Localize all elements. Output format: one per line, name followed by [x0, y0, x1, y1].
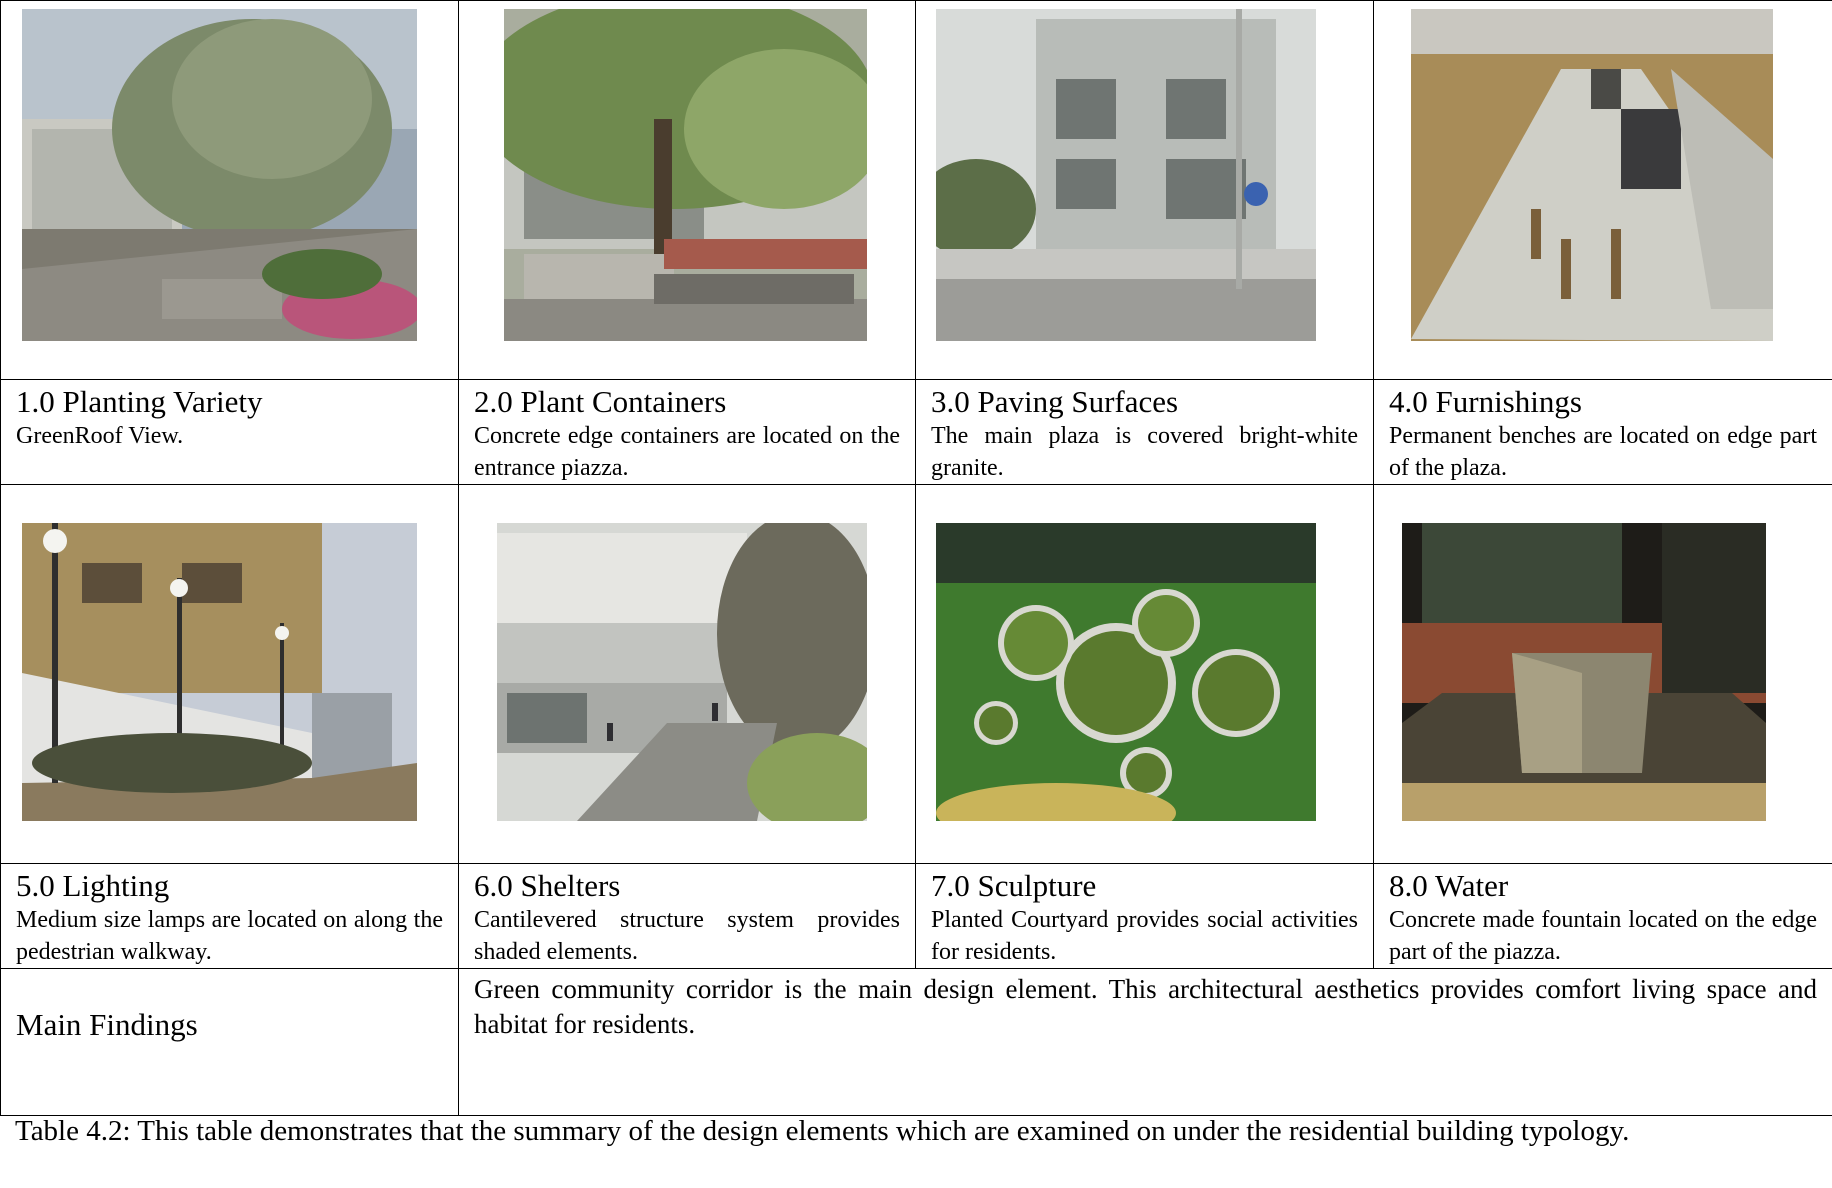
lighting-photo [22, 523, 417, 821]
paving-surfaces-photo [936, 9, 1316, 341]
element-cell-6: 6.0 Shelters Cantilevered structure syst… [458, 863, 916, 969]
photo-cell-1 [0, 0, 459, 380]
photo-row-1 [0, 0, 1832, 380]
photo-cell-7 [915, 484, 1374, 864]
photo-row-2 [0, 484, 1832, 864]
element-title: 8.0 Water [1389, 868, 1509, 903]
element-title: 1.0 Planting Variety [16, 384, 263, 419]
element-description: Cantilevered structure system provides s… [474, 907, 900, 965]
shelters-photo [497, 523, 867, 821]
findings-text: Green community corridor is the main des… [474, 974, 1817, 1039]
photo-cell-8 [1373, 484, 1832, 864]
element-title: 4.0 Furnishings [1389, 384, 1582, 419]
element-description: Concrete edge containers are located on … [474, 423, 900, 481]
photo-cell-2 [458, 0, 916, 380]
element-cell-4: 4.0 Furnishings Permanent benches are lo… [1373, 379, 1832, 485]
findings-row: Main Findings Green community corridor i… [0, 968, 1832, 1116]
plant-containers-photo [504, 9, 867, 341]
furnishings-photo [1411, 9, 1773, 341]
element-cell-3: 3.0 Paving Surfaces The main plaza is co… [915, 379, 1374, 485]
findings-label-cell: Main Findings [0, 968, 459, 1116]
element-cell-8: 8.0 Water Concrete made fountain located… [1373, 863, 1832, 969]
element-description: The main plaza is covered bright-white g… [931, 423, 1358, 481]
element-cell-7: 7.0 Sculpture Planted Courtyard provides… [915, 863, 1374, 969]
findings-label: Main Findings [16, 1007, 198, 1042]
sculpture-courtyard-photo [936, 523, 1316, 821]
text-row-2: 5.0 Lighting Medium size lamps are locat… [0, 863, 1832, 969]
element-title: 7.0 Sculpture [931, 868, 1097, 903]
photo-cell-3 [915, 0, 1374, 380]
design-elements-table: 1.0 Planting Variety GreenRoof View. 2.0… [0, 0, 1832, 1116]
element-description: Permanent benches are located on edge pa… [1389, 423, 1817, 481]
element-cell-5: 5.0 Lighting Medium size lamps are locat… [0, 863, 459, 969]
element-title: 5.0 Lighting [16, 868, 170, 903]
element-cell-2: 2.0 Plant Containers Concrete edge conta… [458, 379, 916, 485]
photo-cell-6 [458, 484, 916, 864]
element-title: 6.0 Shelters [474, 868, 621, 903]
photo-cell-5 [0, 484, 459, 864]
findings-text-cell: Green community corridor is the main des… [458, 968, 1832, 1116]
green-roof-photo [22, 9, 417, 341]
element-description: Concrete made fountain located on the ed… [1389, 907, 1817, 965]
element-description: GreenRoof View. [16, 423, 184, 449]
element-description: Planted Courtyard provides social activi… [931, 907, 1358, 965]
element-title: 3.0 Paving Surfaces [931, 384, 1179, 419]
element-description: Medium size lamps are located on along t… [16, 907, 443, 965]
text-row-1: 1.0 Planting Variety GreenRoof View. 2.0… [0, 379, 1832, 485]
element-cell-1: 1.0 Planting Variety GreenRoof View. [0, 379, 459, 485]
water-fountain-photo [1402, 523, 1766, 821]
table-caption: Table 4.2: This table demonstrates that … [15, 1115, 1630, 1147]
photo-cell-4 [1373, 0, 1832, 380]
element-title: 2.0 Plant Containers [474, 384, 727, 419]
